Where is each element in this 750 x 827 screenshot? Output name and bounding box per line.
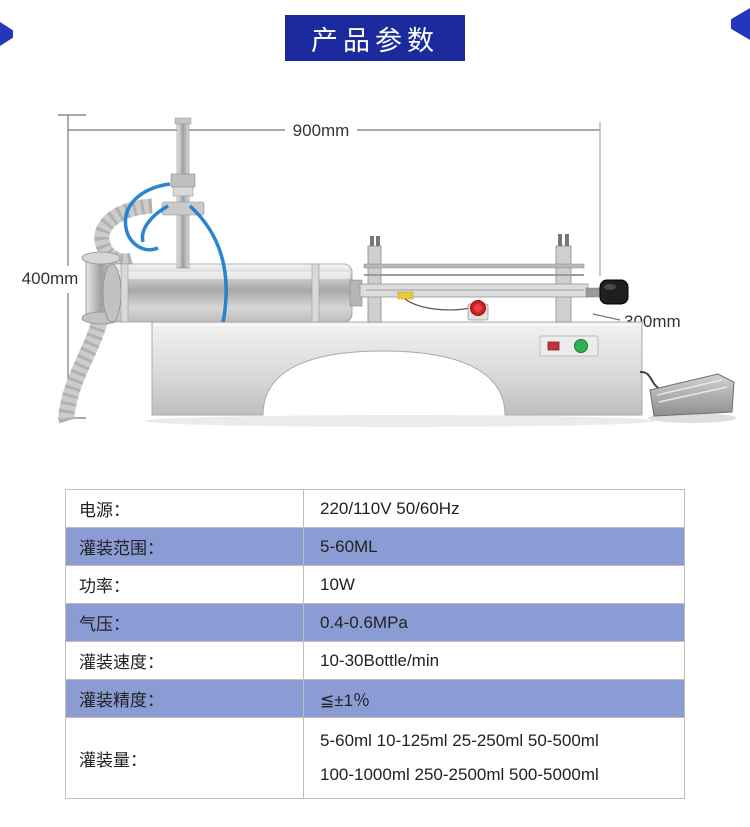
- machine-base: [151, 321, 643, 416]
- row-label: 电源：: [66, 490, 304, 527]
- header-banner: 产品参数: [285, 15, 465, 61]
- product-illustration: 900mm 400mm 300mm: [0, 88, 750, 480]
- table-row: 灌装精度： ≦±1％: [66, 680, 684, 718]
- power-cable: [639, 370, 661, 390]
- warning-tag: [397, 291, 414, 300]
- adjustment-knob[interactable]: [599, 279, 629, 305]
- spec-table: 电源： 220/110V 50/60Hz 灌装范围： 5-60ML 功率： 10…: [65, 489, 685, 799]
- row-label: 灌装范围：: [66, 528, 304, 565]
- row-value: 10W: [320, 574, 355, 594]
- row-value-line2: 100-1000ml 250-2500ml 500-5000ml: [320, 765, 599, 784]
- row-label: 灌装速度：: [66, 642, 304, 679]
- page-title: 产品参数: [311, 25, 439, 56]
- blue-tubing: [123, 182, 228, 323]
- row-value: 5-60ml 10-125ml 25-250ml 50-500ml 100-10…: [304, 718, 684, 798]
- row-value: 220/110V 50/60Hz: [320, 498, 460, 518]
- pneumatic-rail: [359, 234, 629, 323]
- row-value: 0.4-0.6MPa: [320, 612, 408, 632]
- dim-height-label: 400mm: [22, 269, 79, 288]
- row-label: 气压：: [66, 604, 304, 641]
- dimension-lines: [58, 114, 621, 419]
- tank-cylinder: [102, 263, 363, 323]
- emergency-stop-button[interactable]: [467, 300, 489, 321]
- clamp-ring: [311, 263, 320, 323]
- row-value: 5-60ML: [320, 536, 378, 556]
- start-button[interactable]: [574, 339, 588, 353]
- row-value: 10-30Bottle/min: [320, 650, 440, 670]
- left-ribbon-accent: [0, 22, 13, 46]
- row-label: 灌装精度：: [66, 680, 304, 717]
- filling-machine-diagram: 900mm 400mm 300mm: [22, 114, 736, 427]
- table-row: 电源： 220/110V 50/60Hz: [66, 490, 684, 528]
- power-switch[interactable]: [547, 341, 560, 351]
- row-value: ≦±1％: [320, 691, 371, 710]
- table-row: 功率： 10W: [66, 566, 684, 604]
- table-row: 灌装范围： 5-60ML: [66, 528, 684, 566]
- row-label: 功率：: [66, 566, 304, 603]
- row-label: 灌装量：: [66, 718, 304, 798]
- vertical-pipe: [161, 117, 205, 269]
- sensor-cable: [404, 298, 471, 311]
- row-value-line1: 5-60ml 10-125ml 25-250ml 50-500ml: [320, 731, 599, 750]
- table-row: 气压： 0.4-0.6MPa: [66, 604, 684, 642]
- clamp-ring: [120, 263, 129, 323]
- dim-width-label: 900mm: [293, 121, 350, 140]
- foot-pedal[interactable]: [648, 373, 736, 423]
- machine-shadow: [145, 415, 655, 427]
- table-row: 灌装量： 5-60ml 10-125ml 25-250ml 50-500ml 1…: [66, 718, 684, 798]
- right-ribbon-accent: [731, 8, 750, 40]
- table-row: 灌装速度： 10-30Bottle/min: [66, 642, 684, 680]
